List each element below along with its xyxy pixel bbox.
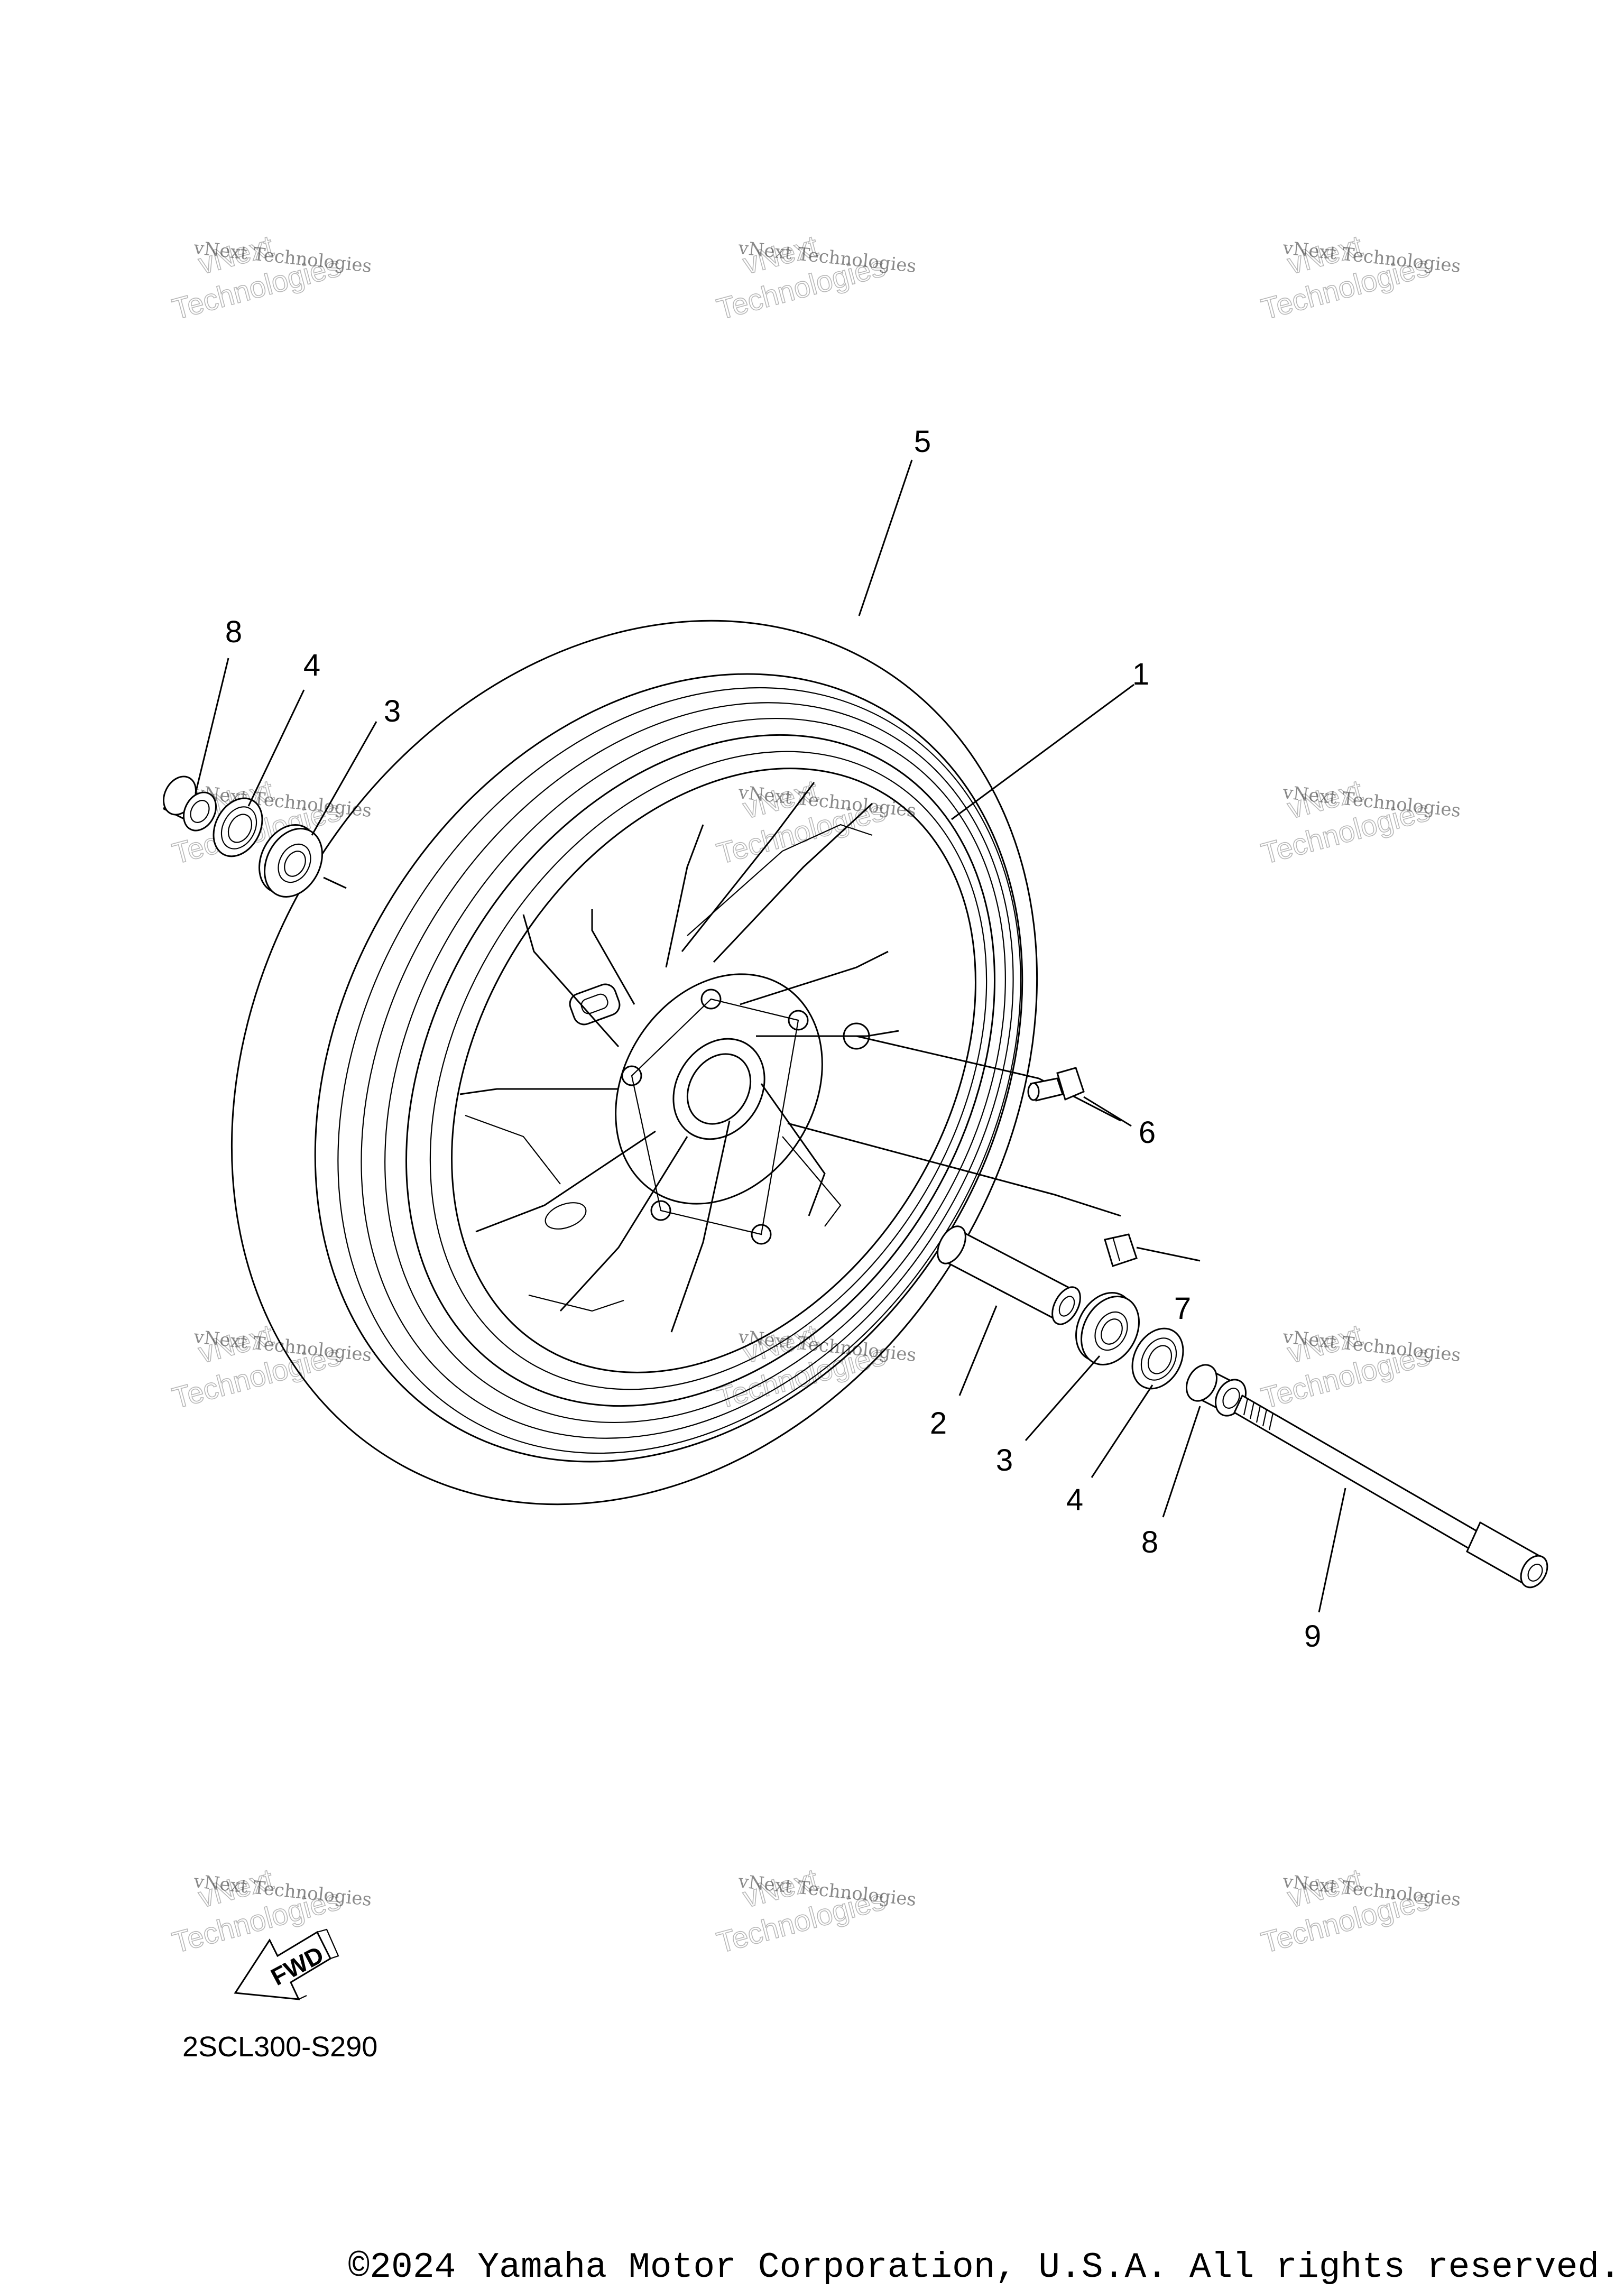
callout-7: 7	[1174, 1291, 1191, 1326]
valve-drawing	[1027, 1067, 1085, 1102]
leader-line	[1136, 1246, 1201, 1262]
watermarks: vNext Technologies vNext Technologies vN…	[168, 228, 1462, 1960]
callout-4-right: 4	[1066, 1483, 1083, 1517]
leader-lines	[195, 459, 1346, 1613]
callout-9: 9	[1304, 1619, 1321, 1654]
axle-drawing	[1233, 1394, 1548, 1589]
leader-line	[323, 876, 347, 889]
callout-5: 5	[914, 424, 931, 459]
diagram-code: 2SCL300-S290	[182, 2031, 377, 2063]
callout-6: 6	[1139, 1115, 1156, 1150]
callouts: 5 1 8 4 3 6 7 2 3 4 8 9	[225, 424, 1321, 1654]
watermark: vNext Technologies vNext Technologies	[168, 228, 373, 326]
right-parts	[787, 1067, 1548, 1589]
fwd-arrow-icon: FWD	[234, 1928, 339, 2000]
spacer-drawing	[937, 1225, 1081, 1325]
rim-drawing	[337, 687, 1021, 1454]
watermark: vNext Technologies vNext Technologies	[1257, 228, 1462, 326]
callout-1: 1	[1132, 657, 1149, 691]
watermark: vNext Technologies vNext Technologies	[1257, 1862, 1462, 1960]
callout-8-right: 8	[1141, 1525, 1158, 1559]
bearing-right-drawing	[1075, 1292, 1140, 1365]
watermark: vNext Technologies vNext Technologies	[1257, 773, 1462, 871]
oil-seal-left-drawing	[213, 797, 263, 857]
collar-right-drawing	[1185, 1364, 1247, 1417]
watermark: vNext Technologies vNext Technologies	[713, 1862, 917, 1960]
leader-line	[856, 1035, 1121, 1122]
spokes-drawing	[459, 782, 899, 1333]
callout-3-right: 3	[996, 1443, 1013, 1478]
oil-seal-right-drawing	[1131, 1327, 1184, 1390]
callout-4-left: 4	[303, 648, 320, 682]
watermark: vNext Technologies vNext Technologies	[713, 228, 917, 326]
balance-weight-drawing	[1104, 1233, 1138, 1267]
fwd-label: FWD	[266, 1941, 328, 1991]
callout-2: 2	[930, 1406, 947, 1441]
watermark: vNext Technologies vNext Technologies	[168, 1317, 373, 1415]
left-parts	[163, 775, 347, 898]
watermark: vNext Technologies vNext Technologies	[1257, 1317, 1462, 1415]
copyright-notice: ©2024 Yamaha Motor Corporation, U.S.A. A…	[348, 2247, 1621, 2288]
callout-8-left: 8	[225, 615, 242, 649]
hub-drawing	[615, 973, 870, 1245]
leader-line	[787, 1122, 1121, 1217]
watermark: vNext Technologies vNext Technologies	[168, 1862, 373, 1960]
bearing-left-drawing	[259, 824, 323, 898]
callout-3-left: 3	[384, 694, 401, 728]
